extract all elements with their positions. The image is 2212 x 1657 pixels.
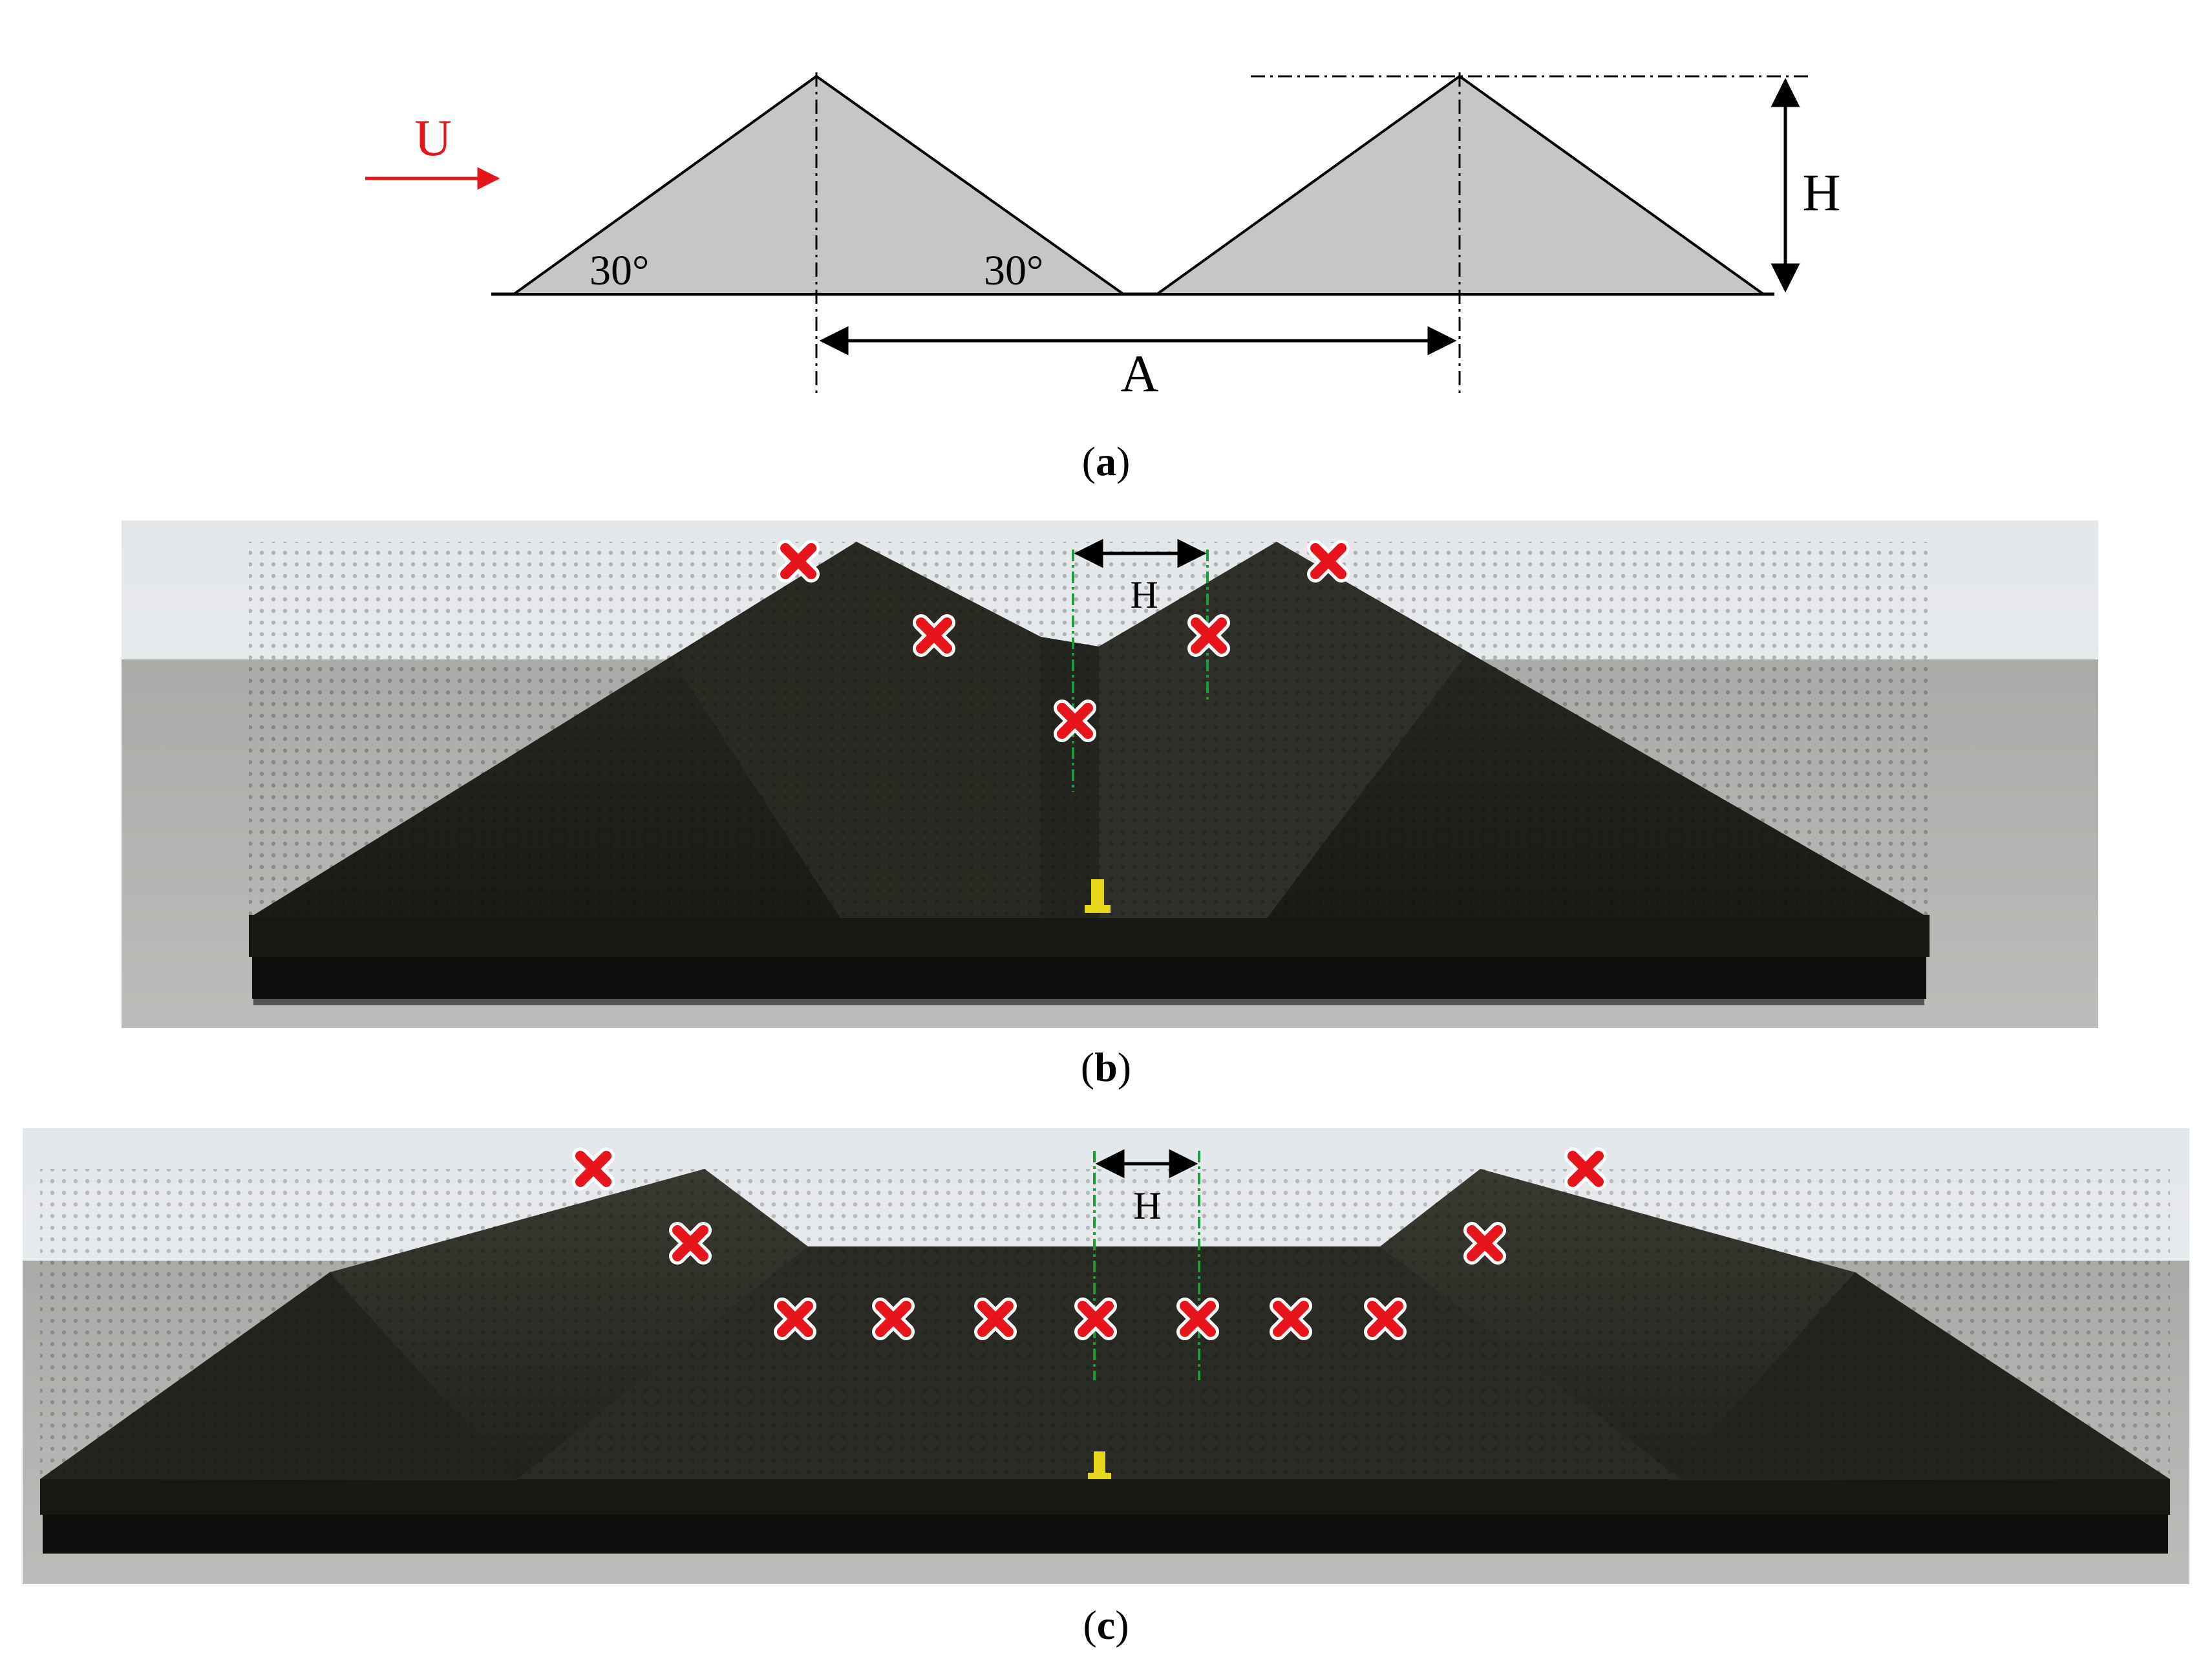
measurement-marker — [1472, 1230, 1498, 1256]
measurement-marker — [785, 548, 811, 574]
ridge-left — [509, 74, 1128, 295]
gap-label: H — [1130, 573, 1158, 616]
caption-c: (c) — [1083, 1602, 1129, 1648]
measurement-marker — [1278, 1306, 1304, 1332]
caption-a: (a) — [1082, 438, 1131, 484]
measurement-marker — [782, 1306, 808, 1332]
angle-label-right: 30° — [984, 247, 1043, 294]
measurement-marker — [1185, 1306, 1211, 1332]
angle-label-left: 30° — [590, 247, 649, 294]
measurement-marker — [1573, 1156, 1599, 1182]
panel-b-photo: H — [122, 520, 2098, 1028]
measurement-marker — [1062, 708, 1088, 734]
measurement-marker — [1083, 1306, 1109, 1332]
spacing-label: A — [1120, 344, 1158, 403]
panel-c-photo: H — [23, 1128, 2189, 1584]
measurement-marker — [580, 1156, 606, 1182]
measurement-marker — [1372, 1306, 1398, 1332]
flow-label: U — [414, 110, 452, 167]
measurement-marker — [921, 623, 947, 648]
measurement-marker — [1315, 548, 1341, 574]
height-label: H — [1802, 163, 1840, 222]
measurement-marker — [983, 1306, 1008, 1332]
measurement-marker — [880, 1306, 906, 1332]
measurement-marker — [1196, 623, 1222, 648]
gap-label: H — [1133, 1184, 1161, 1227]
panel-a-schematic: U 30° 30° H A — [365, 72, 1841, 403]
measurement-marker — [677, 1230, 703, 1256]
caption-b: (b) — [1081, 1044, 1131, 1090]
